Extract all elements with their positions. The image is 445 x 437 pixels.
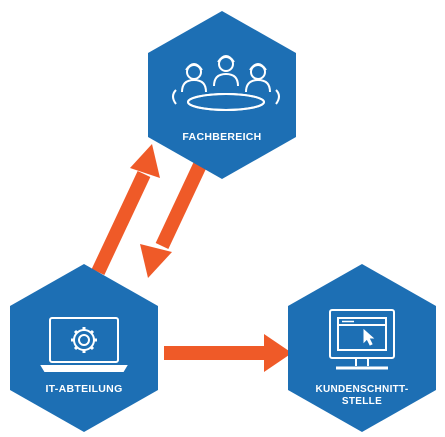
it-abteilung-label: IT-ABTEILUNG — [45, 383, 122, 395]
arrow-it-to-kundenschnittstelle — [164, 334, 292, 372]
laptop-gear-icon — [40, 317, 128, 372]
node-fachbereich: FACHBEREICH — [148, 11, 296, 179]
hexagon-kundenschnittstelle — [288, 264, 436, 432]
hexagon-it-abteilung — [10, 264, 158, 432]
kundenschnittstelle-label-line1: KUNDENSCHNITT- — [315, 384, 408, 395]
kundenschnittstelle-label-line2: STELLE — [342, 396, 382, 407]
arrow-it-to-fachbereich — [91, 144, 160, 275]
meeting-people-icon — [172, 55, 280, 111]
node-it-abteilung: IT-ABTEILUNG — [10, 264, 158, 432]
fachbereich-label: FACHBEREICH — [182, 131, 261, 143]
node-kundenschnittstelle: KUNDENSCHNITT- STELLE — [288, 264, 436, 432]
monitor-cursor-icon — [329, 309, 395, 370]
